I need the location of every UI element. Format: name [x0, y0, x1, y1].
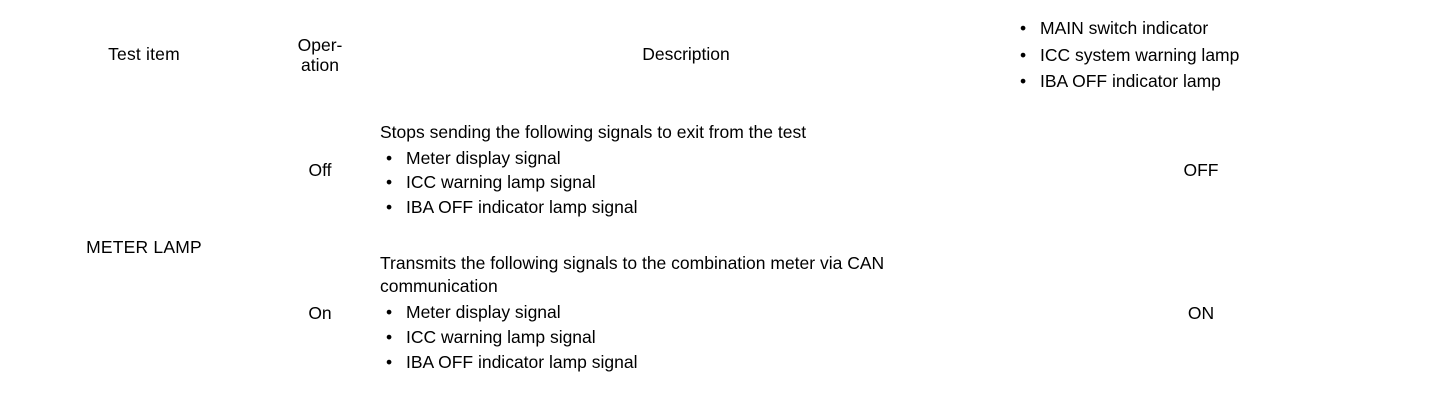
- header-test-item: Test item: [18, 5, 270, 105]
- row-operation-label: Off: [308, 159, 332, 180]
- header-operation-line1: Oper-: [297, 34, 343, 55]
- bullet-icon: •: [386, 301, 393, 322]
- table-row: On Transmits the following signals to th…: [18, 236, 1400, 391]
- list-item: • IBA OFF indicator lamp signal: [380, 195, 992, 220]
- row-description-block: Transmits the following signals to the c…: [370, 243, 1002, 383]
- row-test-item-label: METER LAMP: [86, 237, 202, 258]
- list-item: • MAIN switch indicator: [1012, 15, 1390, 42]
- table-row: METER LAMP Off Stops sending the followi…: [18, 105, 1400, 256]
- row-description-on: Transmits the following signals to the c…: [370, 236, 1002, 391]
- header-test-item-label: Test item: [108, 44, 180, 65]
- bullet-icon: •: [386, 351, 393, 372]
- row-description-list: • Meter display signal • ICC warning lam…: [380, 300, 992, 375]
- list-item: • ICC system warning lamp: [1012, 42, 1390, 69]
- list-item-label: Meter display signal: [406, 301, 561, 322]
- row-indicator-state-off: OFF: [1002, 105, 1400, 236]
- row-description-lead: Transmits the following signals to the c…: [380, 253, 885, 297]
- row-indicator-state-on: ON: [1002, 236, 1400, 391]
- row-operation-off: Off: [270, 105, 370, 236]
- list-item-label: ICC warning lamp signal: [406, 326, 596, 347]
- bullet-icon: •: [1020, 44, 1027, 65]
- row-operation-label: On: [308, 302, 332, 323]
- bullet-icon: •: [386, 326, 393, 347]
- list-item-label: IBA OFF indicator lamp signal: [406, 197, 638, 218]
- header-operation: Oper- ation: [270, 5, 370, 105]
- bullet-icon: •: [386, 172, 393, 193]
- bullet-icon: •: [386, 197, 393, 218]
- header-operation-label: Oper- ation: [270, 35, 370, 76]
- row-indicator-state-label: ON: [1187, 302, 1215, 323]
- list-item-label: ICC warning lamp signal: [406, 172, 596, 193]
- row-description-list: • Meter display signal • ICC warning lam…: [380, 146, 992, 221]
- list-item-label: IBA OFF indicator lamp signal: [406, 351, 638, 372]
- list-item-label: MAIN switch indicator: [1040, 18, 1209, 39]
- bullet-icon: •: [386, 147, 393, 168]
- list-item: • Meter display signal: [380, 300, 992, 325]
- row-description-lead: Stops sending the following signals to e…: [380, 121, 807, 142]
- list-item: • ICC warning lamp signal: [380, 325, 992, 350]
- diagnostic-test-item-table: Test item Oper- ation Description: [18, 5, 1400, 391]
- header-description: Description: [370, 5, 1002, 105]
- row-description-off: Stops sending the following signals to e…: [370, 105, 1002, 236]
- list-item-label: IBA OFF indicator lamp: [1040, 71, 1221, 92]
- header-indicators: • MAIN switch indicator • ICC system war…: [1002, 5, 1400, 105]
- row-operation-on: On: [270, 236, 370, 391]
- row-description-block: Stops sending the following signals to e…: [370, 112, 1002, 229]
- row-indicator-state-label: OFF: [1183, 159, 1219, 180]
- list-item: • Meter display signal: [380, 146, 992, 171]
- table-header-row: Test item Oper- ation Description: [18, 5, 1400, 105]
- list-item-label: ICC system warning lamp: [1040, 44, 1240, 65]
- header-description-label: Description: [642, 44, 730, 65]
- list-item: • IBA OFF indicator lamp signal: [380, 350, 992, 375]
- list-item-label: Meter display signal: [406, 147, 561, 168]
- header-operation-line2: ation: [301, 55, 339, 75]
- list-item: • IBA OFF indicator lamp: [1012, 68, 1390, 95]
- bullet-icon: •: [1020, 18, 1027, 39]
- header-indicator-list-wrap: • MAIN switch indicator • ICC system war…: [1002, 6, 1400, 104]
- bullet-icon: •: [1020, 71, 1027, 92]
- list-item: • ICC warning lamp signal: [380, 170, 992, 195]
- row-test-item-meter-lamp: METER LAMP: [18, 105, 270, 391]
- header-indicator-list: • MAIN switch indicator • ICC system war…: [1012, 15, 1390, 95]
